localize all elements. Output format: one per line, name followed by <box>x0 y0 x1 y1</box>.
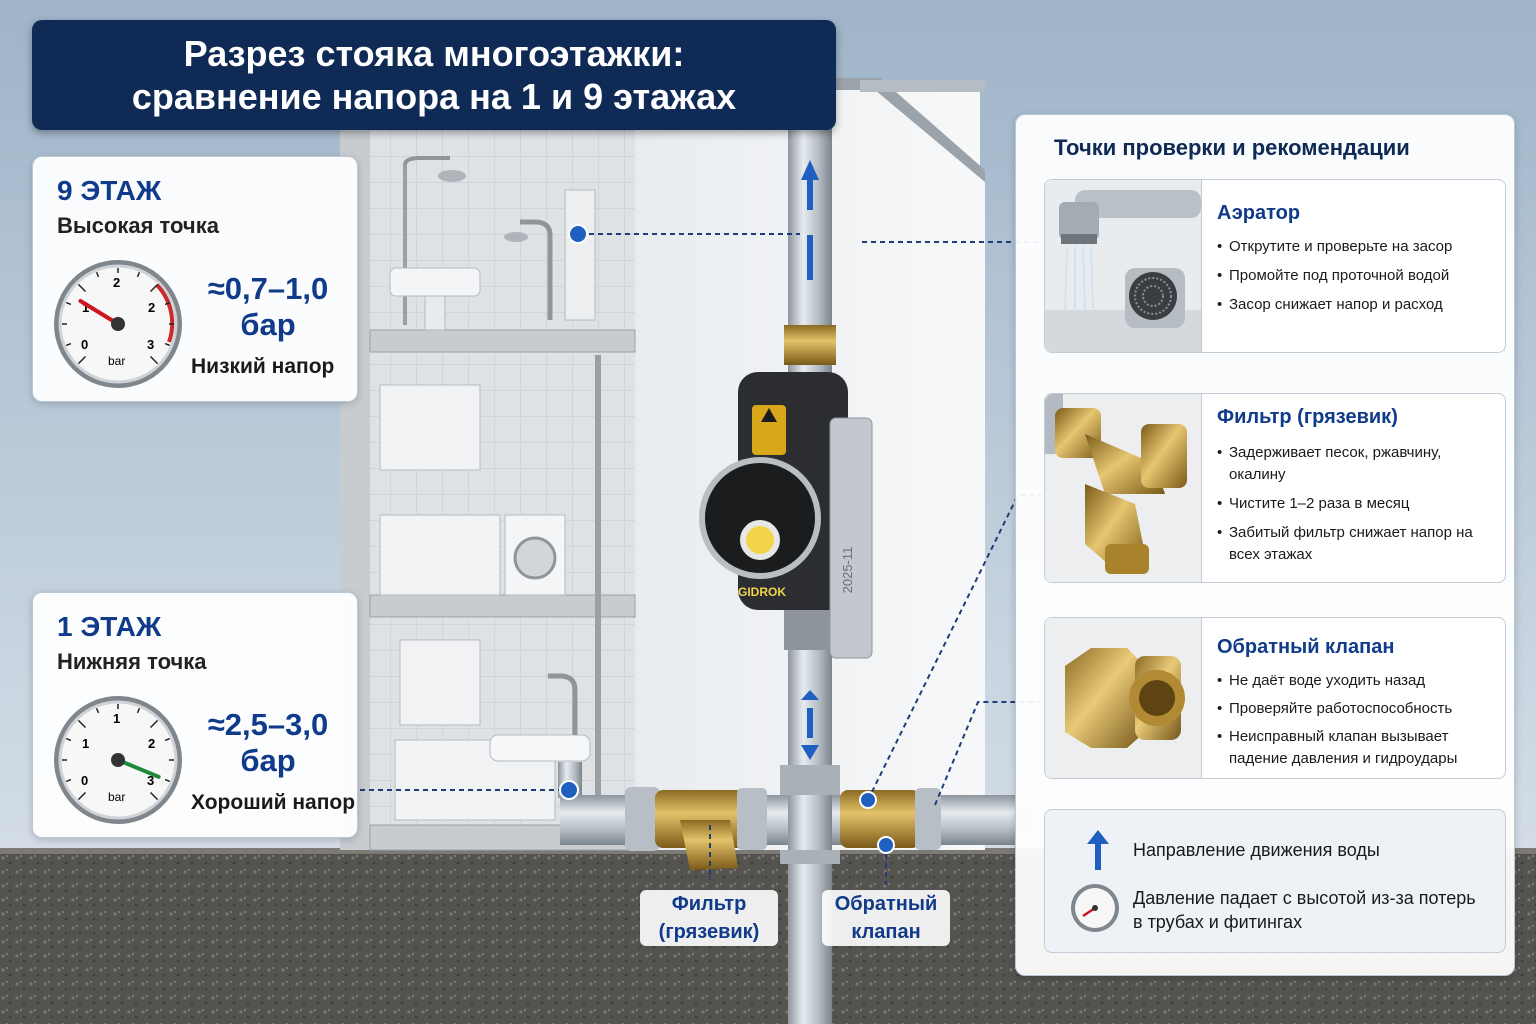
gauge-tick <box>136 271 141 278</box>
gauge-tick <box>77 355 87 365</box>
gauge-tick <box>149 355 159 365</box>
bullet: Задерживает песок, ржавчину, окалину <box>1217 442 1497 486</box>
arrow-up-icon <box>1087 830 1109 870</box>
item-check-valve: Обратный клапан Не даёт воде уходить наз… <box>1044 617 1506 779</box>
legend: Направление движения воды Давление падае… <box>1044 809 1506 953</box>
item-bullets: Открутите и проверьте на засор Промойте … <box>1217 236 1497 316</box>
bullet: Забитый фильтр снижает напор на всех эта… <box>1217 522 1497 566</box>
item-bullets: Не даёт воде уходить назад Проверяйте ра… <box>1217 670 1497 770</box>
gauge-label-1b: 1 <box>113 711 120 726</box>
gauge-tick <box>77 791 87 801</box>
gauge-tick <box>65 737 72 742</box>
gauge-tick <box>136 707 141 714</box>
gauge-tick <box>77 719 87 729</box>
circulation-pump <box>699 372 873 659</box>
pipe-label-check-valve-text: Обратный клапан <box>834 893 938 943</box>
gauge-label-2b: 2 <box>148 300 155 315</box>
bullet: Неисправный клапан вызывает падение давл… <box>1217 726 1497 770</box>
pressure-gauge-icon <box>1071 884 1119 932</box>
pressure-value: ≈2,5–3,0 бар <box>193 707 343 779</box>
gauge-label-2: 2 <box>113 275 120 290</box>
legend-flow-direction: Направление движения воды <box>1133 840 1380 860</box>
bullet: Чистите 1–2 раза в месяц <box>1217 493 1497 515</box>
gauge-tick <box>149 719 159 729</box>
pressure-gauge-icon: 0 1 2 2 3 bar <box>54 260 182 388</box>
gauge-tick <box>164 342 171 347</box>
strainer-filter-icon <box>1045 394 1202 582</box>
gauge-label-2: 2 <box>148 736 155 751</box>
pressure-status: Хороший напор <box>191 791 356 814</box>
gauge-unit: bar <box>108 790 125 804</box>
gauge-label-3: 3 <box>147 773 154 788</box>
recommendations-panel: Точки проверки и рекомендации Аэратор <box>1015 114 1515 976</box>
pressure-status: Низкий напор <box>191 355 335 378</box>
item-filter: Фильтр (грязевик) Задерживает песок, ржа… <box>1044 393 1506 583</box>
pressure-gauge-icon: 0 1 1 2 3 bar <box>54 696 182 824</box>
gauge-tick <box>149 283 159 293</box>
gauge-unit: bar <box>108 354 125 368</box>
floor-subtitle: Высокая точка <box>57 213 219 238</box>
gauge-tick <box>149 791 159 801</box>
bullet: Проверяйте работоспособность <box>1217 698 1497 720</box>
gauge-label-0: 0 <box>81 337 88 352</box>
pipe-label-filter: Фильтр (грязевик) <box>640 890 778 946</box>
item-aerator: Аэратор Открутите и проверьте на засор П… <box>1044 179 1506 353</box>
pipe-label-check-valve: Обратный клапан <box>822 890 950 946</box>
check-valve-on-pipe <box>840 788 941 850</box>
pressure-range: ≈2,5–3,0 <box>207 707 329 742</box>
item-title: Аэратор <box>1217 202 1301 224</box>
bullet: Промойте под проточной водой <box>1217 265 1497 287</box>
gauge-tick <box>164 778 171 783</box>
title-line-1: Разрез стояка многоэтажки: <box>183 33 685 74</box>
floor-subtitle: Нижняя точка <box>57 649 207 674</box>
gauge-tick <box>65 301 72 306</box>
gauge-tick <box>65 778 72 783</box>
faucet-aerator-icon <box>1045 180 1202 352</box>
gauge-tick <box>77 283 87 293</box>
gauge-label-1: 1 <box>82 300 89 315</box>
gauge-tick <box>95 707 100 714</box>
gauge-label-1: 1 <box>82 736 89 751</box>
recommendations-title: Точки проверки и рекомендации <box>1054 135 1410 160</box>
pump-side-text: 2025-11 <box>840 547 855 594</box>
pressure-unit: бар <box>240 307 296 342</box>
legend-pressure-drop: Давление падает с высотой из-за потерь в… <box>1133 888 1476 932</box>
page-title: Разрез стояка многоэтажки: сравнение нап… <box>32 20 836 130</box>
bullet: Засор снижает напор и расход <box>1217 294 1497 316</box>
item-title: Фильтр (грязевик) <box>1217 406 1398 428</box>
pump-brand: GIDROK <box>738 585 786 599</box>
title-line-2: сравнение напора на 1 и 9 этажах <box>131 76 737 117</box>
gauge-needle <box>116 758 161 779</box>
item-bullets: Задерживает песок, ржавчину, окалину Чис… <box>1217 442 1497 566</box>
pipe-label-filter-text: Фильтр (грязевик) <box>658 893 760 943</box>
gauge-tick <box>65 342 72 347</box>
pressure-unit: бар <box>240 743 296 778</box>
gauge-tick <box>164 301 171 306</box>
bullet: Не даёт воде уходить назад <box>1217 670 1497 692</box>
item-title: Обратный клапан <box>1217 636 1395 658</box>
floor-heading: 1 ЭТАЖ <box>57 611 162 642</box>
floor-9-card: 9 ЭТАЖ Высокая точка 0 1 2 2 3 bar ≈0,7–… <box>32 156 358 402</box>
floor-heading: 9 ЭТАЖ <box>57 175 162 206</box>
gauge-label-3: 3 <box>147 337 154 352</box>
pressure-value: ≈0,7–1,0 бар <box>193 271 343 343</box>
gauge-tick <box>95 271 100 278</box>
riser-flow-arrows <box>801 160 819 760</box>
pressure-range: ≈0,7–1,0 <box>207 271 329 306</box>
floor-1-card: 1 ЭТАЖ Нижняя точка 0 1 1 2 3 bar ≈2,5–3… <box>32 592 358 838</box>
check-valve-icon <box>1045 618 1202 778</box>
gauge-label-0: 0 <box>81 773 88 788</box>
bullet: Открутите и проверьте на засор <box>1217 236 1497 258</box>
gauge-needle <box>78 299 120 326</box>
gauge-tick <box>164 737 171 742</box>
